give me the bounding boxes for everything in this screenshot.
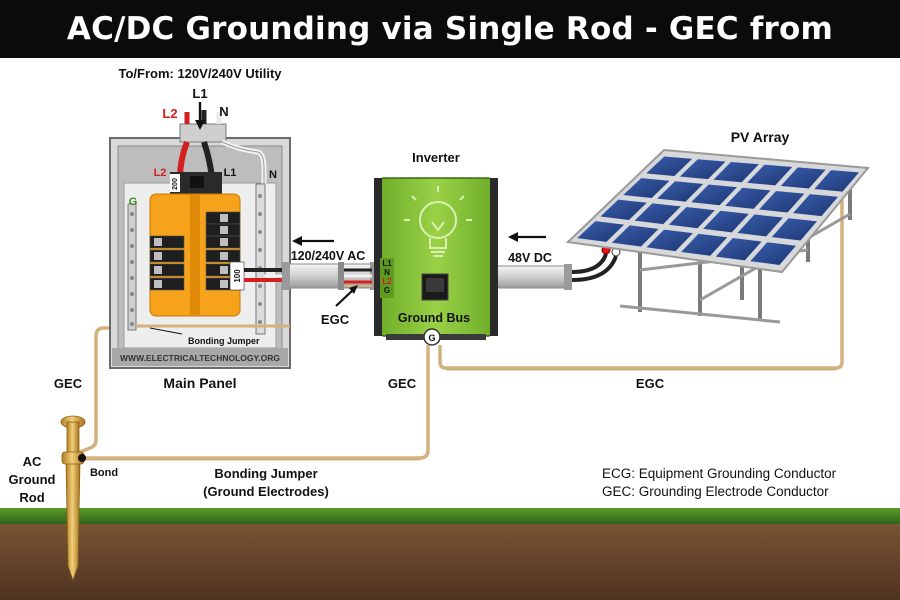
top-l2-label: L2 [162,106,177,121]
arrows [149,102,546,335]
top-n-label: N [219,104,228,119]
title-bar [0,0,900,58]
panel-l2-label: L2 [154,167,167,179]
pv-array [565,148,870,324]
egc-pointer-arrow [335,289,354,307]
solar-cell [645,228,695,252]
panel-l1-label: L1 [224,167,237,179]
solar-cell [723,187,772,210]
solar-cell [576,220,626,243]
diagram-title: AC/DC Grounding via Single Rod - GEC fro… [66,11,834,105]
solar-cell [655,180,705,203]
ground-rod [60,415,86,582]
solar-cell [791,193,840,217]
solar-cell [757,190,806,214]
bonding-jumper-title: Bonding Jumper [214,466,317,481]
egc-pv-label: EGC [636,376,665,391]
inverter-g-terminal: G [428,333,435,343]
soil [0,522,900,600]
main-panel [109,110,291,369]
solar-cell [712,161,761,183]
dc-wire-label: 48V DC [508,251,552,265]
legend-gec: GEC: Grounding Electrode Conductor [602,484,829,499]
bond-label: Bond [90,467,118,479]
solar-cell [779,166,827,190]
gec-panel-label: GEC [54,376,83,391]
solar-cell [745,164,794,186]
solar-cell [701,210,751,233]
bonding-jumper-pointer [149,327,183,335]
ground-bus-label: Ground Bus [398,311,470,325]
inverter-unit [374,177,498,346]
solar-cell [736,213,785,238]
ground-rod-label-2: Ground [9,472,56,487]
watermark: WWW.ELECTRICALTECHNOLOGY.ORG [120,353,280,363]
inverter-terminal-l1: L1 [382,259,392,268]
top-l1-label: L1 [192,86,207,101]
panel-n-label: N [269,169,277,181]
gec-panel-wire [79,326,138,454]
egc-pv-wire [438,200,844,370]
main-breaker-rating: 200 [172,178,179,190]
bonding-jumper-label: Bonding Jumper [188,336,260,346]
legend-ecg: ECG: Equipment Grounding Conductor [602,466,837,481]
feed-breaker-rating: 100 [233,269,242,283]
grass [0,508,900,524]
solar-cell [644,155,694,177]
solar-cell [813,169,861,193]
bonding-jumper-subtitle: (Ground Electrodes) [203,484,329,499]
utility-label: To/From: 120V/240V Utility [118,66,282,81]
solar-cell [679,233,729,257]
pv-array-label: PV Array [731,129,790,145]
ground-rod-label-3: Rod [19,490,44,505]
gec-inverter-label: GEC [388,376,417,391]
main-panel-label: Main Panel [163,375,236,391]
solar-cell [678,158,727,180]
inverter-terminal-n: N [384,268,390,277]
inverter-label: Inverter [412,150,460,165]
solar-cell [749,241,798,266]
solar-cell [633,202,683,225]
inverter-terminal-g: G [384,286,390,295]
solar-cell [689,183,739,206]
lightbulb-icon [404,186,472,257]
panel-g-label: G [129,196,138,208]
bonding-jumper-wire [82,345,430,460]
ac-wire-label: 120/240V AC [291,249,366,263]
egc-ac-label: EGC [321,312,350,327]
inverter-terminal-l2: L2 [382,277,392,286]
solar-cell [714,237,763,262]
ground-rod-label-1: AC [23,454,42,469]
solar-cell [621,177,671,199]
solar-cell [599,199,649,221]
solar-cell [667,206,717,229]
solar-cell [610,224,660,248]
ac-conduit [282,262,378,290]
solar-cell [770,217,819,242]
